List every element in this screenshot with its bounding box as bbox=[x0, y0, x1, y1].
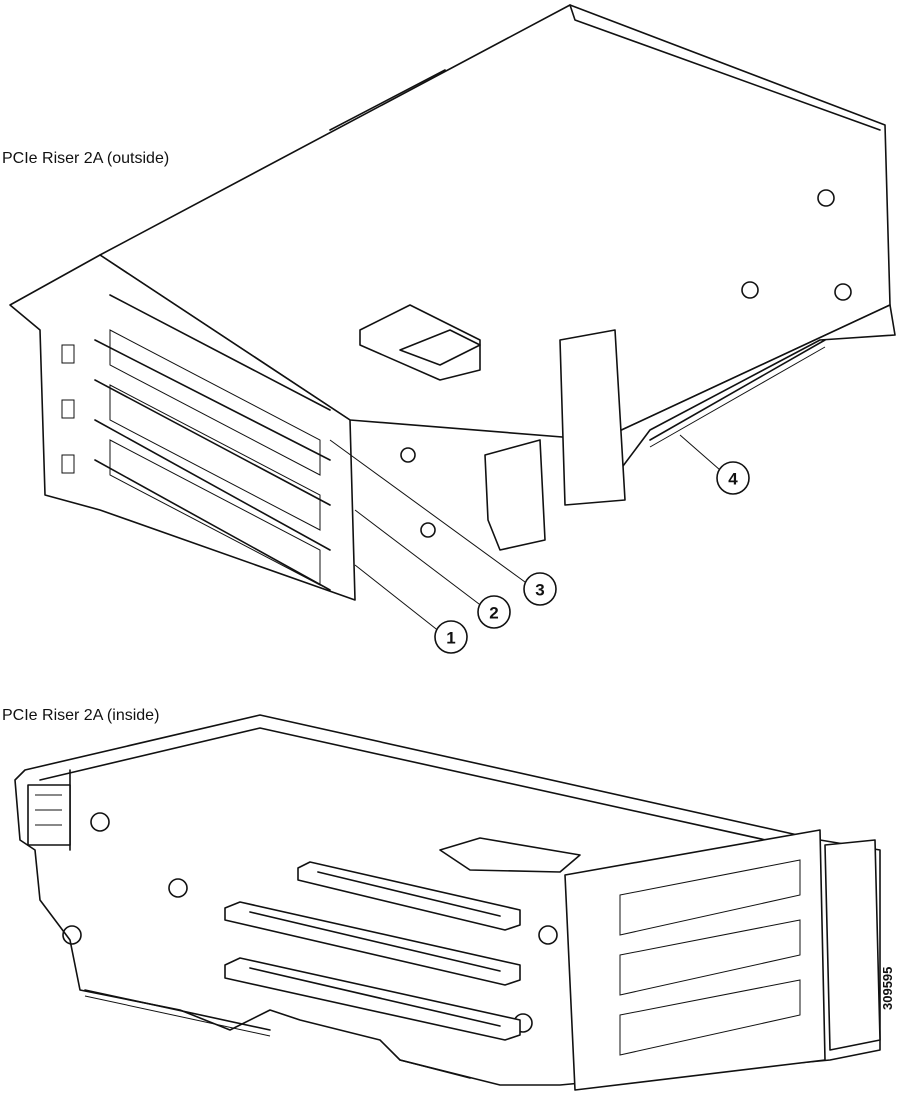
callout-2-number: 2 bbox=[489, 604, 498, 623]
callout-4: 4 bbox=[716, 461, 750, 495]
inside-view-label: PCIe Riser 2A (inside) bbox=[2, 707, 160, 724]
callout-3-number: 3 bbox=[535, 581, 544, 600]
outside-view-label: PCIe Riser 2A (outside) bbox=[2, 150, 170, 167]
callout-1-number: 1 bbox=[446, 629, 455, 648]
callout-1: 1 bbox=[434, 620, 468, 654]
inside-riser-illustration bbox=[14, 714, 881, 1091]
callout-leaders bbox=[329, 434, 721, 633]
outside-riser-illustration bbox=[9, 4, 896, 601]
callout-4-number: 4 bbox=[728, 470, 738, 489]
callout-2: 2 bbox=[477, 595, 511, 629]
callout-3: 3 bbox=[523, 572, 557, 606]
